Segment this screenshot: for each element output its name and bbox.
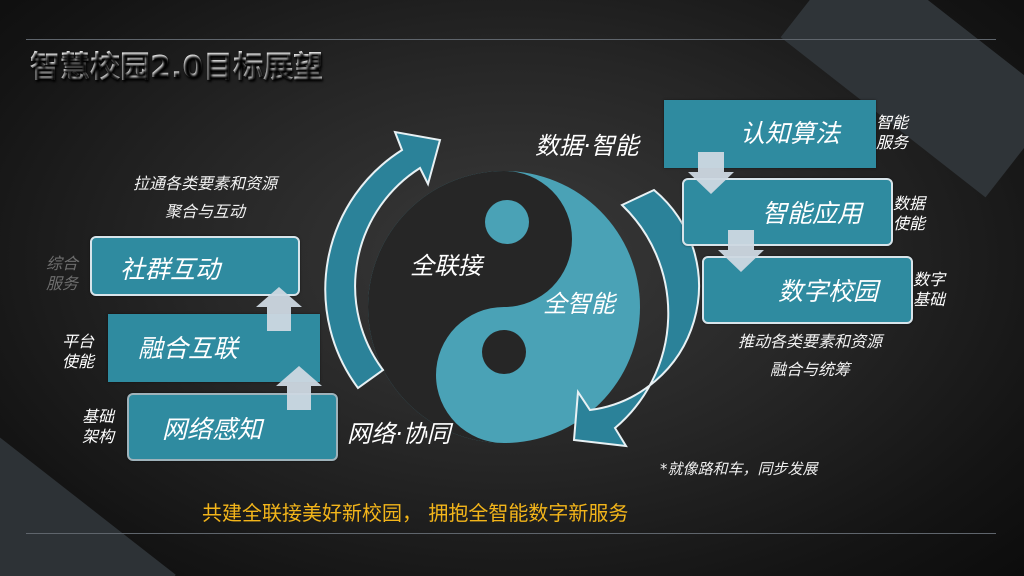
box-cognitive-algorithm: 认知算法 [664,100,876,168]
side-label-line2: 使能 [893,214,926,233]
footnote: *就像路和车，同步发展 [660,460,818,478]
right-description-line1: 推动各类要素和资源 [737,332,882,351]
footer-divider-line [26,533,996,534]
side-label-digital-foundation: 数字 基础 [913,270,945,310]
side-label-line2: 使能 [62,352,95,371]
up-arrow-icon [256,287,302,331]
left-description-line1: 拉通各类要素和资源 [132,174,277,193]
side-label-line2: 服务 [876,133,909,152]
side-label-intelligent-service: 智能 服务 [876,113,908,153]
box-community-interaction: 社群互动 [90,236,300,296]
box-label: 认知算法 [740,119,841,148]
box-label: 网络感知 [162,415,263,444]
side-label-line2: 基础 [913,290,946,309]
side-label-line2: 架构 [82,427,115,446]
side-label-line1: 智能 [876,113,909,132]
side-label-base-architecture: 基础 架构 [82,407,114,447]
box-label: 社群互动 [120,255,221,284]
right-cycle-arrow-icon [572,188,700,448]
yang-label: 全智能 [543,290,615,318]
page-title: 智慧校园2.0目标展望 [30,42,323,86]
side-label-line1: 数字 [913,270,946,289]
up-arrow-icon [276,366,322,410]
box-label: 融合互联 [138,334,239,363]
box-converged-interconnect: 融合互联 [108,314,320,382]
bottom-arrow-label: 网络·协同 [347,420,451,448]
right-description-line2: 融合与统筹 [769,360,850,379]
side-label-line1: 数据 [893,194,926,213]
side-label-data-enable: 数据 使能 [893,194,925,234]
side-label-line1: 综合 [46,254,79,273]
side-label-line1: 基础 [82,407,115,426]
footer-slogan: 共建全联接美好新校园， 拥抱全智能数字新服务 [202,501,629,525]
down-arrow-icon [718,230,764,272]
yin-yang-icon [368,171,640,443]
left-description-line2: 聚合与互动 [164,202,245,221]
down-arrow-icon [688,152,734,194]
box-intelligent-application: 智能应用 [682,178,893,246]
box-label: 智能应用 [762,199,863,228]
left-cycle-arrow-icon [324,130,442,390]
side-label-line1: 平台 [62,332,95,351]
left-description: 拉通各类要素和资源 聚合与互动 [110,170,300,226]
box-label: 数字校园 [778,277,879,306]
side-label-line2: 服务 [46,274,79,293]
side-label-comprehensive-service: 综合 服务 [46,254,78,294]
top-arrow-label: 数据·智能 [535,132,639,160]
side-label-platform-enable: 平台 使能 [62,332,94,372]
title-divider-line [26,39,996,40]
right-description: 推动各类要素和资源 融合与统筹 [712,328,908,384]
yin-label: 全联接 [410,252,482,280]
